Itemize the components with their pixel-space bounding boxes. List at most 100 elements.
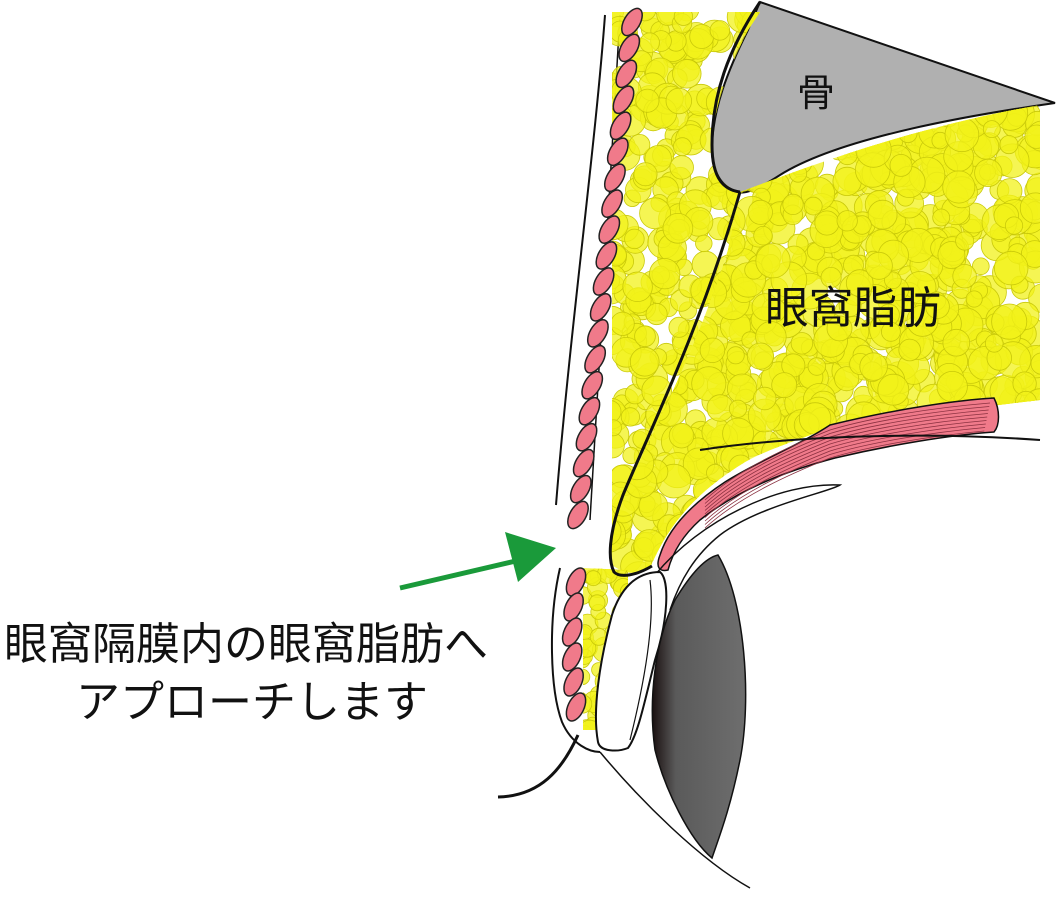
fat-globule [633,162,658,187]
fat-globule [870,518,892,539]
fat-globule [828,502,854,528]
muscle-bead [563,592,584,622]
fat-globule [955,231,975,251]
fat-globule [893,566,912,573]
fat-globule [978,461,1012,494]
fat-globule [835,531,861,557]
fat-globule [701,522,726,548]
fat-globule [887,512,911,536]
fat-globule [1011,516,1034,538]
fat-globule [964,497,993,526]
fat-globule [939,551,975,573]
fat-globule [699,337,726,364]
fat-globule [812,533,831,552]
fat-globule [877,465,897,485]
fat-globule [937,241,966,269]
fat-globule [583,694,593,714]
fat-globule [800,556,824,573]
fat-globule [778,498,805,525]
fat-globule [1021,416,1040,442]
fat-globule [624,228,645,250]
muscle-bead [595,241,618,270]
fat-globule [865,251,893,280]
fat-globule [936,370,968,403]
fat-globule [728,538,749,560]
fat-globule [726,346,745,365]
fat-globule [874,478,910,513]
fat-globule [962,488,996,523]
fat-globule [899,454,936,491]
fat-globule [908,453,939,484]
fat-globule [990,486,1015,511]
fat-globule [977,493,995,511]
fat-globule [856,531,888,562]
fat-globule [730,552,760,562]
fat-globule [753,225,773,246]
fat-globule [588,594,606,612]
fat-globule [814,210,840,236]
fat-globule [910,514,948,552]
muscle-striation [704,420,987,518]
fat-globule [838,492,859,513]
fat-globule [1028,283,1040,314]
muscle-bead [578,396,601,426]
fat-globule [928,541,950,563]
fornix-line [699,434,1041,451]
fat-globule [839,504,870,535]
fat-globule [849,540,876,567]
fat-globule [673,12,694,26]
eyeball-cornea [651,554,747,860]
fat-globule [1014,512,1036,534]
fat-globule [892,564,921,573]
fat-globule [874,465,901,492]
muscle-bead [584,344,607,374]
fat-globule [830,459,860,488]
fat-globule [610,419,622,437]
fat-globule [850,543,887,573]
fat-globule [881,520,911,550]
fat-globule [996,512,1024,540]
fat-globule [751,293,780,321]
fat-globule [875,531,908,564]
fat-globule [1001,514,1027,540]
fat-globule [833,506,863,536]
muscle-bead [589,293,612,322]
fat-globule [1023,464,1040,491]
globe-outline [599,751,751,889]
fat-globule [952,545,982,573]
fat-globule [983,480,1018,515]
muscle-bead [603,163,626,193]
fat-globule [695,234,713,253]
fat-globule [886,562,921,573]
fat-globule [583,638,597,658]
fat-globule [999,135,1019,155]
fat-globule [893,447,928,481]
fat-globule [932,208,951,227]
orbicularis-muscle [561,7,643,722]
fat-globule [649,258,681,290]
fat-globule [668,423,695,449]
fat-globule [844,481,865,501]
fat-globule [893,494,926,527]
fat-globule [947,456,979,488]
muscle-striation [704,416,988,515]
fat-globule [1004,216,1024,235]
fat-globule [1024,124,1040,149]
fat-globule [691,542,711,561]
fat-globule [1033,508,1040,533]
fat-globule [1006,464,1035,493]
fat-globule [841,520,861,541]
fat-globule [820,266,842,288]
fat-globule [706,463,725,482]
fat-globule [994,250,1029,286]
fat-globule [847,453,875,482]
fat-globule [672,59,702,89]
fat-globule [770,557,806,573]
fat-globule [743,526,760,545]
fat-globule [817,491,838,512]
fat-globule [815,302,836,323]
muscle-bead [586,319,609,348]
fat-globule [665,87,693,115]
fat-globule [793,504,826,538]
